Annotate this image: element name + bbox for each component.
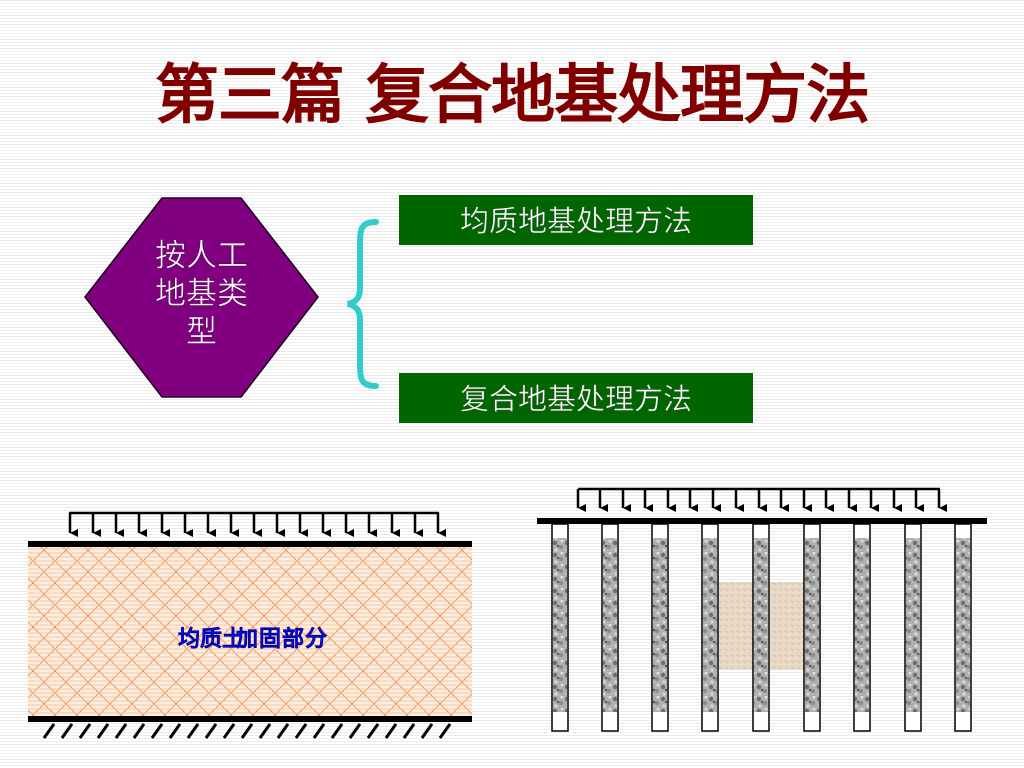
pile bbox=[904, 523, 922, 732]
uniform-load-arrows bbox=[68, 511, 446, 537]
curly-brace-icon bbox=[347, 219, 379, 389]
homogeneous-method-box: 均质地基处理方法 bbox=[399, 195, 753, 245]
composite-ground-diagram bbox=[537, 487, 987, 732]
composite-foundation-beam bbox=[537, 518, 987, 524]
category-line-2: 地基类 bbox=[155, 276, 249, 313]
pile bbox=[701, 523, 719, 732]
composite-method-box: 复合地基处理方法 bbox=[399, 373, 753, 423]
pile bbox=[551, 523, 569, 732]
pile bbox=[853, 523, 871, 732]
slide-title: 第三篇 复合地基处理方法 bbox=[154, 59, 870, 133]
piles bbox=[551, 523, 972, 732]
homogeneous-soil-label: 均质土 bbox=[178, 627, 245, 652]
top-foundation-beam bbox=[28, 541, 472, 547]
composite-load-arrows bbox=[576, 487, 947, 512]
hexagon-shape bbox=[84, 197, 319, 398]
reinforced-zone-label: 加固部分 bbox=[236, 627, 329, 652]
pile bbox=[601, 523, 619, 732]
homogeneous-soil-block bbox=[28, 546, 472, 718]
pile bbox=[651, 523, 669, 732]
ground-type-category-shape: 按人工 地基类 型 bbox=[84, 197, 319, 398]
pile bbox=[954, 523, 972, 732]
category-line-3: 型 bbox=[186, 314, 218, 351]
fixed-support-hatch bbox=[42, 723, 452, 739]
bottom-bedrock-line bbox=[28, 716, 472, 722]
pile bbox=[803, 523, 821, 732]
category-label: 按人工 地基类 型 bbox=[84, 237, 319, 351]
pile bbox=[752, 523, 770, 732]
category-line-1: 按人工 bbox=[155, 238, 249, 275]
